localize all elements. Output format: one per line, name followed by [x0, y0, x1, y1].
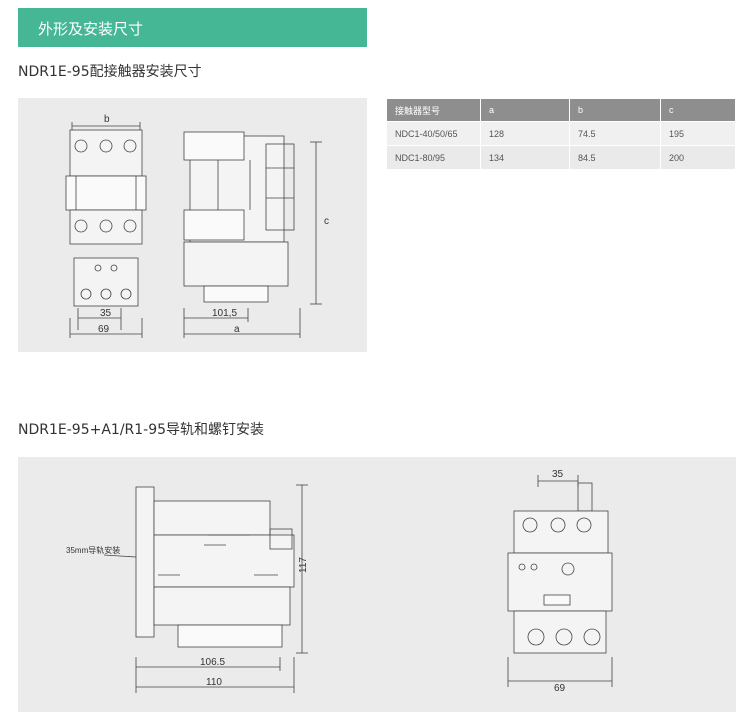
section2-title: NDR1E-95+A1/R1-95导轨和螺钉安装	[18, 422, 265, 438]
table-row: NDC1-80/95 134 84.5 200	[387, 145, 736, 170]
table-header-cell: a	[480, 99, 570, 122]
dim-69: 69	[554, 683, 566, 694]
relay-mounting-drawing: 35mm导轨安装 106.5 110 117 35 69	[66, 469, 613, 694]
table-cell: 134	[480, 145, 570, 170]
dim-69: 69	[98, 324, 110, 335]
table-cell: 195	[660, 121, 736, 146]
table-header-cell: c	[660, 99, 736, 122]
table-cell: 84.5	[569, 145, 661, 170]
table-header-cell: 接触器型号	[387, 99, 481, 122]
spec-table: 接触器型号 a b c NDC1-40/50/65 128 74.5 195 N…	[387, 99, 736, 170]
section-banner-title: 外形及安装尺寸	[38, 20, 144, 38]
table-header-row: 接触器型号 a b c	[387, 99, 736, 122]
drawing-panel-2: 35mm导轨安装 106.5 110 117 35 69	[18, 457, 736, 712]
drawing-panel-1: b 35 69 101,5 a c	[18, 98, 367, 352]
table-header-cell: b	[569, 99, 661, 122]
dim-35: 35	[100, 308, 112, 319]
table-cell: NDC1-80/95	[387, 145, 481, 170]
dim-117: 117	[298, 557, 309, 573]
contactor-relay-drawing: b 35 69 101,5 a c	[65, 114, 329, 338]
dim-110: 110	[206, 677, 222, 688]
table-cell: 128	[480, 121, 570, 146]
dim-b: b	[104, 114, 110, 125]
table-cell: 200	[660, 145, 736, 170]
section-banner: 外形及安装尺寸	[18, 8, 367, 47]
dim-a: a	[234, 324, 240, 335]
table-cell: 74.5	[569, 121, 661, 146]
table-row: NDC1-40/50/65 128 74.5 195	[387, 121, 736, 146]
dim-106-5: 106.5	[200, 657, 225, 668]
table-cell: NDC1-40/50/65	[387, 121, 481, 146]
section1-title: NDR1E-95配接触器安装尺寸	[18, 64, 202, 80]
rail-label: 35mm导轨安装	[66, 545, 120, 555]
dim-101-5: 101,5	[212, 308, 237, 319]
dim-c: c	[324, 216, 329, 227]
dim-35: 35	[552, 469, 564, 480]
